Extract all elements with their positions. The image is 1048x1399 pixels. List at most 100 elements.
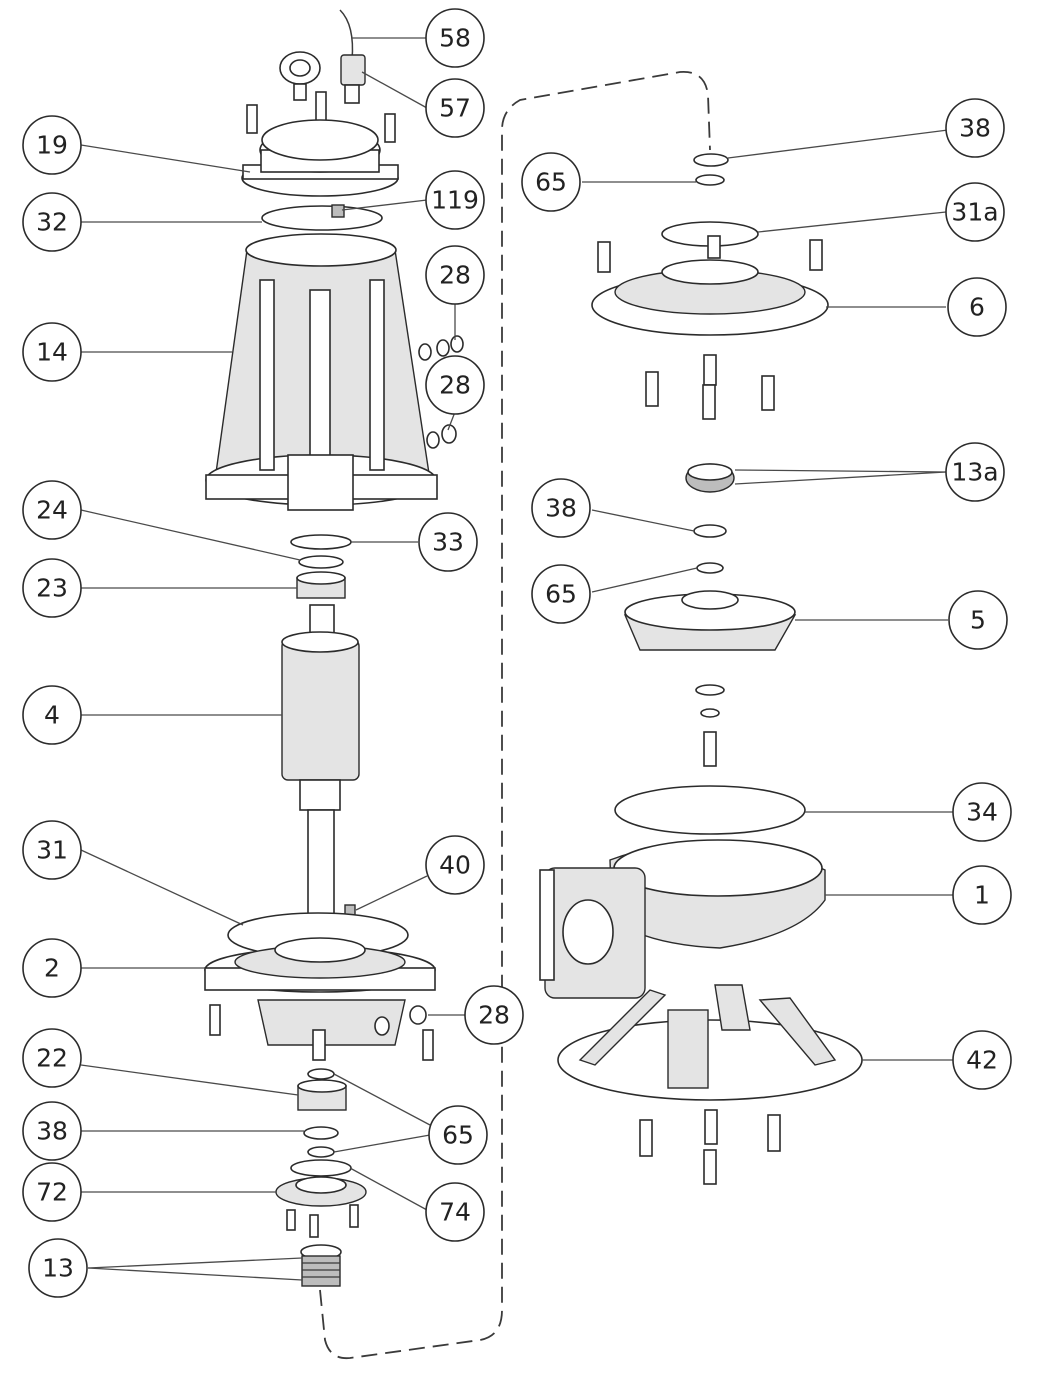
callout-circle [945,442,1005,502]
lifting-eye [279,51,321,101]
o-ring-65a [307,1068,335,1080]
callout-label: 33 [432,528,464,557]
callout-circle [945,98,1005,158]
bearing-23 [296,571,346,599]
callout-circle [945,182,1005,242]
callout-circle [22,322,82,382]
callout-31a: 31a [945,182,1005,242]
o-ring-65c [695,174,725,186]
callout-circle [531,478,591,538]
callout-23: 23 [22,558,82,618]
leader-lines [80,37,953,1281]
callout-label: 6 [969,293,985,322]
washer-38b [693,153,729,167]
callout-6: 6 [947,277,1007,337]
callout-circle [428,1105,488,1165]
callout-circle [425,8,485,68]
stand-42 [557,984,863,1185]
callout-38: 38 [22,1101,82,1161]
callout-circle [952,782,1012,842]
callout-13a: 13a [945,442,1005,502]
callout-circle [22,558,82,618]
bearing-housing-2 [204,937,436,1061]
callout-22: 22 [22,1028,82,1088]
callout-label: 32 [36,208,68,237]
callout-label: 58 [439,24,471,53]
callout-label: 23 [36,574,68,603]
callout-14: 14 [22,322,82,382]
callout-circle [22,938,82,998]
washer-38c [693,524,727,538]
callout-circle [947,277,1007,337]
callout-circle [952,865,1012,925]
callout-31: 31 [22,820,82,880]
callout-33: 33 [418,512,478,572]
callout-circle [22,1162,82,1222]
callout-label: 13a [951,458,998,487]
seal-cover-72 [275,1176,367,1238]
callout-65: 65 [531,564,591,624]
callout-4: 4 [22,685,82,745]
callout-32: 32 [22,192,82,252]
washer-38a [303,1126,339,1140]
callout-label: 40 [439,851,471,880]
callout-label: 34 [966,798,998,827]
o-ring-74 [290,1159,352,1177]
callout-circle [22,192,82,252]
rotor-shaft-4 [281,604,360,931]
callout-5: 5 [948,590,1008,650]
callout-label: 31a [951,198,998,227]
ring-33 [290,534,352,550]
callout-label: 74 [439,1198,471,1227]
callout-circle [425,170,485,230]
callout-label: 28 [439,261,471,290]
callout-65: 65 [428,1105,488,1165]
callout-label: 28 [439,371,471,400]
callout-circle [28,1238,88,1298]
callout-circle [425,1182,485,1242]
cable-58 [339,9,354,61]
callout-circle [952,1030,1012,1090]
mechanical-seal-13a [685,463,735,493]
cover-19 [241,91,399,197]
callout-label: 38 [545,494,577,523]
callout-label: 4 [44,701,60,730]
callout-label: 14 [36,338,68,367]
callout-circle [22,820,82,880]
callout-label: 28 [478,1001,510,1030]
callout-circle [425,835,485,895]
o-ring-34 [614,785,806,835]
o-ring-65b [307,1146,335,1158]
callout-circle [22,480,82,540]
callout-65: 65 [521,152,581,212]
callout-circle [22,1101,82,1161]
callout-119: 119 [425,170,485,230]
circlip-24 [298,555,344,569]
o-ring-31a [661,221,759,259]
callout-label: 119 [431,186,479,215]
impeller-5 [623,590,797,767]
pump-casing-1 [539,839,826,999]
plug-28a [418,335,464,361]
callout-label: 65 [545,580,577,609]
callout-28: 28 [464,985,524,1045]
callout-label: 24 [36,496,68,525]
callout-label: 57 [439,94,471,123]
assembly-path-dashed-line [319,71,711,1360]
callout-circle [521,152,581,212]
callout-38: 38 [531,478,591,538]
callout-circle [464,985,524,1045]
callout-circle [425,355,485,415]
callout-19: 19 [22,115,82,175]
callout-24: 24 [22,480,82,540]
callout-label: 5 [970,606,986,635]
callout-40: 40 [425,835,485,895]
callout-circle [531,564,591,624]
callout-circle [425,78,485,138]
callout-42: 42 [952,1030,1012,1090]
callout-label: 72 [36,1178,68,1207]
callout-57: 57 [425,78,485,138]
bearing-22 [297,1079,347,1111]
callout-label: 38 [36,1117,68,1146]
